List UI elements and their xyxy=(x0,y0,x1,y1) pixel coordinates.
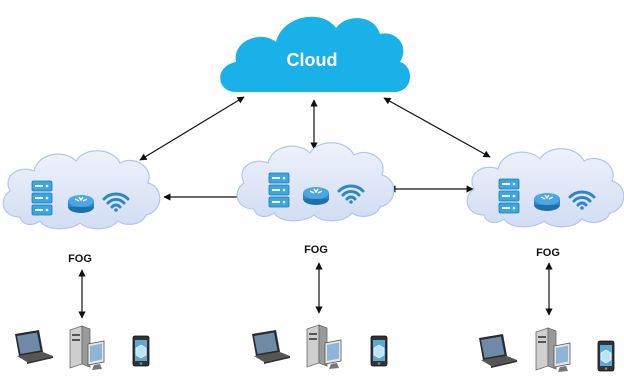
device-group-3 xyxy=(479,327,615,373)
fog-cloud-2 xyxy=(236,142,395,222)
fog-node-2: FOG xyxy=(236,142,395,256)
router-icon xyxy=(67,194,95,214)
server-icon xyxy=(498,178,520,214)
smartphone-icon xyxy=(597,340,615,372)
server-icon xyxy=(31,180,53,216)
fog-device-connections xyxy=(78,262,553,319)
cloud-fog-connections xyxy=(139,96,491,161)
fog-label-2: FOG xyxy=(304,244,328,256)
desktop-computer-icon xyxy=(69,325,105,371)
router-icon xyxy=(533,192,561,212)
device-group-1 xyxy=(15,325,150,371)
desktop-computer-icon xyxy=(535,327,571,373)
fog-cloud-3 xyxy=(466,148,624,228)
laptop-icon xyxy=(15,330,53,364)
server-icon xyxy=(268,172,290,208)
main-cloud-label: Cloud xyxy=(287,50,338,70)
desktop-computer-icon xyxy=(306,324,342,370)
device-group-2 xyxy=(252,324,388,370)
arrow-cloud-fog-3 xyxy=(383,97,491,158)
router-icon xyxy=(302,186,330,206)
main-cloud: Cloud xyxy=(220,16,411,93)
fog-cloud-1 xyxy=(2,150,161,230)
laptop-icon xyxy=(479,334,517,368)
fog-fog-connections xyxy=(163,185,474,201)
smartphone-icon xyxy=(132,335,150,367)
fog-node-1: FOG xyxy=(2,150,161,265)
fog-label-1: FOG xyxy=(68,253,92,265)
fog-node-3: FOG xyxy=(466,148,624,259)
arrow-cloud-fog-1 xyxy=(139,96,245,161)
smartphone-icon xyxy=(370,335,388,367)
fog-label-3: FOG xyxy=(536,247,560,259)
laptop-icon xyxy=(252,330,290,364)
